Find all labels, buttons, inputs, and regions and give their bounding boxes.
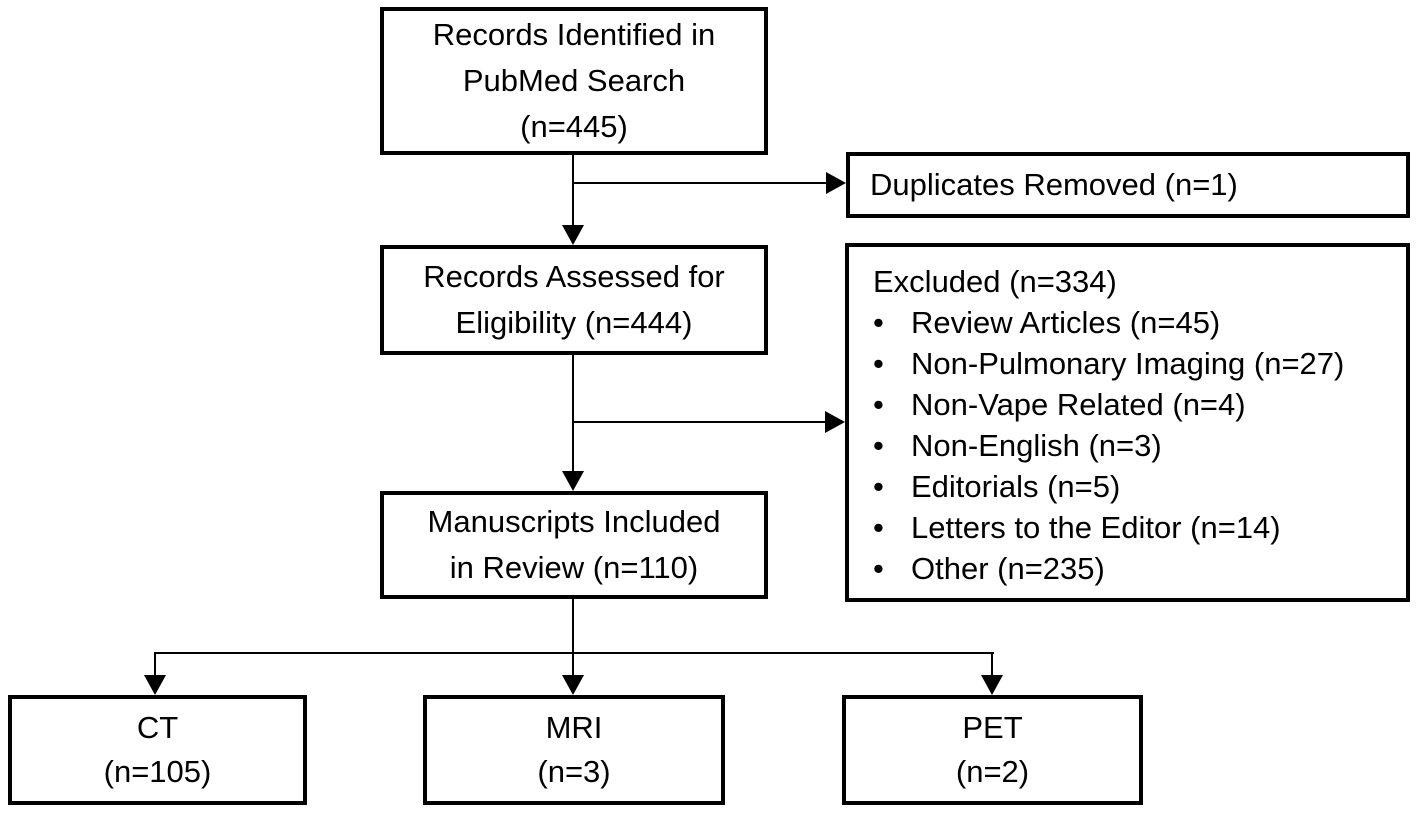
arrowhead-down-icon xyxy=(144,675,166,695)
bullet-icon: • xyxy=(873,305,884,340)
arrowhead-down-icon xyxy=(562,225,584,245)
node-text-line: Duplicates Removed (n=1) xyxy=(870,167,1238,202)
node-excluded: Excluded (n=334) • Review Articles (n=45… xyxy=(845,243,1410,602)
node-ct: CT (n=105) xyxy=(8,695,307,805)
excluded-list-item: • Non-Vape Related (n=4) xyxy=(873,384,1396,425)
excluded-list-item: • Editorials (n=5) xyxy=(873,466,1396,507)
connector-branch-duplicates xyxy=(573,182,826,184)
excluded-item-label: Letters to the Editor (n=14) xyxy=(911,510,1281,545)
excluded-list-item: • Other (n=235) xyxy=(873,548,1396,589)
excluded-list-item: • Letters to the Editor (n=14) xyxy=(873,507,1396,548)
node-text-line: Eligibility (n=444) xyxy=(455,305,693,340)
node-text-line: in Review (n=110) xyxy=(449,550,699,585)
excluded-list-item: • Non-English (n=3) xyxy=(873,425,1396,466)
connector-drop-mri xyxy=(572,652,574,678)
node-text-line: CT xyxy=(136,710,179,745)
excluded-item-label: Other (n=235) xyxy=(911,551,1105,586)
excluded-item-label: Editorials (n=5) xyxy=(911,469,1121,504)
arrowhead-right-icon xyxy=(825,411,845,433)
bullet-icon: • xyxy=(873,428,884,463)
connector-drop-ct xyxy=(154,652,156,678)
excluded-list-item: • Review Articles (n=45) xyxy=(873,302,1396,343)
connector-identified-assessed xyxy=(572,155,574,228)
node-manuscripts-included: Manuscripts Included in Review (n=110) xyxy=(380,491,768,599)
node-text-line: (n=445) xyxy=(520,109,628,144)
bullet-icon: • xyxy=(873,551,884,586)
node-text-line: Records Identified in xyxy=(432,17,716,52)
excluded-item-label: Review Articles (n=45) xyxy=(911,305,1221,340)
node-duplicates-removed: Duplicates Removed (n=1) xyxy=(846,152,1410,218)
connector-assessed-included xyxy=(572,355,574,474)
excluded-title: Excluded (n=334) xyxy=(873,264,1117,299)
arrowhead-down-icon xyxy=(981,675,1003,695)
node-text-line: (n=105) xyxy=(103,754,212,789)
arrowhead-right-icon xyxy=(826,172,846,194)
node-text-line: Manuscripts Included xyxy=(427,504,721,539)
node-text-line: (n=2) xyxy=(955,754,1030,789)
node-text-line: PubMed Search xyxy=(462,63,686,98)
excluded-item-label: Non-English (n=3) xyxy=(911,428,1162,463)
bullet-icon: • xyxy=(873,469,884,504)
node-pet: PET (n=2) xyxy=(842,695,1143,805)
arrowhead-down-icon xyxy=(562,471,584,491)
node-mri: MRI (n=3) xyxy=(423,695,725,805)
excluded-item-label: Non-Vape Related (n=4) xyxy=(911,387,1246,422)
connector-split-horizontal xyxy=(154,652,994,654)
bullet-icon: • xyxy=(873,510,884,545)
node-text-line: PET xyxy=(962,710,1023,745)
connector-branch-excluded xyxy=(573,421,825,423)
node-records-identified: Records Identified in PubMed Search (n=4… xyxy=(380,7,768,155)
node-text-line: (n=3) xyxy=(537,754,611,789)
node-records-assessed: Records Assessed for Eligibility (n=444) xyxy=(380,245,768,355)
excluded-item-label: Non-Pulmonary Imaging (n=27) xyxy=(911,346,1345,381)
arrowhead-down-icon xyxy=(562,675,584,695)
bullet-icon: • xyxy=(873,346,884,381)
node-text-line: Records Assessed for xyxy=(423,259,725,294)
excluded-list-item: • Non-Pulmonary Imaging (n=27) xyxy=(873,343,1396,384)
connector-drop-pet xyxy=(991,652,993,678)
bullet-icon: • xyxy=(873,387,884,422)
connector-included-split xyxy=(572,599,574,654)
node-text-line: MRI xyxy=(545,710,603,745)
